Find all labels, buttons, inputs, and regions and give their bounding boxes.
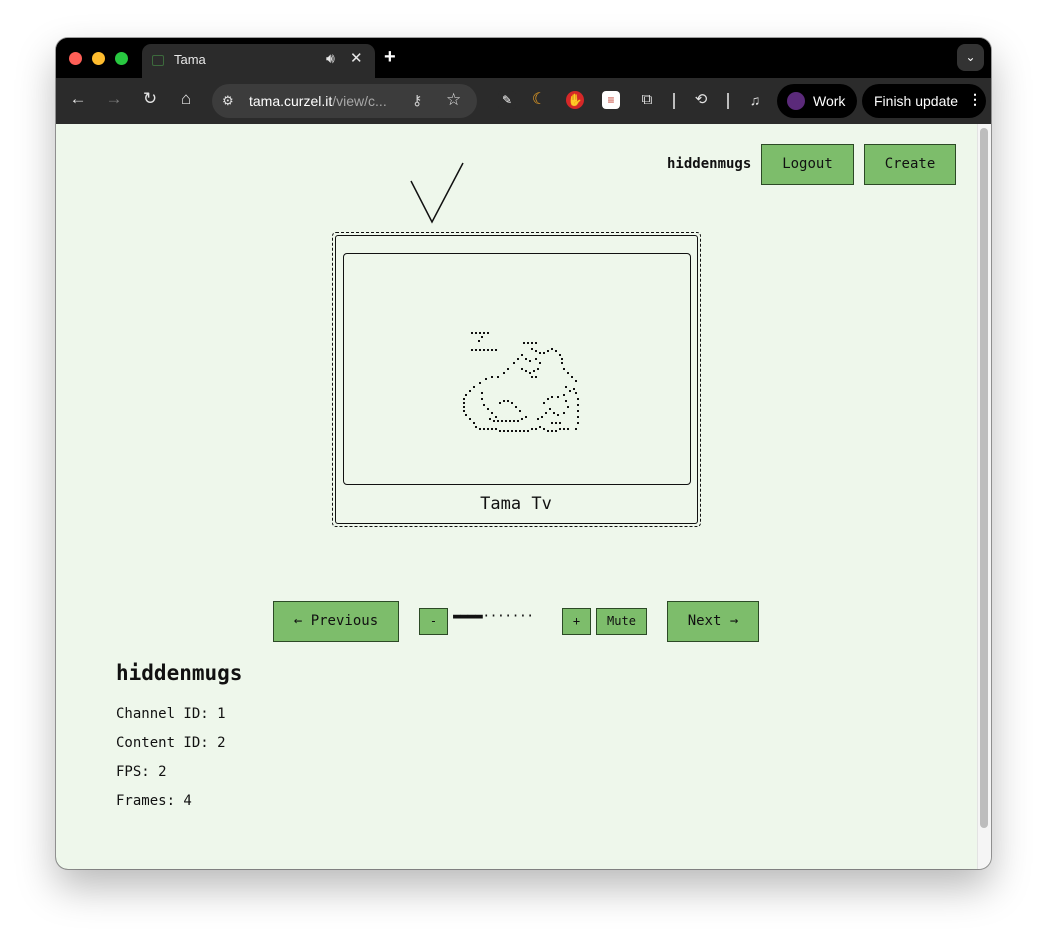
volume-up-button[interactable]: + <box>562 608 591 635</box>
logout-button[interactable]: Logout <box>761 144 854 185</box>
media-control-icon[interactable]: ♫ <box>749 92 761 108</box>
tv-label: Tama Tv <box>480 494 552 514</box>
tv-antenna-icon <box>410 162 464 224</box>
tab-bar: Tama 🔊︎ ✕ + ⌄ <box>56 38 991 78</box>
tv-favicon-icon <box>152 55 164 66</box>
url-text: tama.curzel.it/view/c... <box>249 93 387 109</box>
extension-ink-icon[interactable]: ✎ <box>498 91 516 109</box>
close-window-button[interactable] <box>69 52 82 65</box>
back-arrow-icon[interactable]: ← <box>69 89 87 108</box>
update-label: Finish update <box>874 93 959 109</box>
toolbar-divider <box>727 93 729 109</box>
address-bar[interactable]: ⚙ tama.curzel.it/view/c... ⚷ ☆ <box>212 84 477 118</box>
list-extension-icon[interactable]: ≡ <box>602 91 620 109</box>
speaker-icon[interactable]: 🔊︎ <box>326 50 335 66</box>
animated-pet-ascii-art <box>463 332 579 432</box>
fps-text: FPS: 2 <box>116 764 167 780</box>
volume-filled: ▬▬▬▬ <box>453 609 483 624</box>
volume-empty: ······· <box>482 609 534 624</box>
browser-window: Tama 🔊︎ ✕ + ⌄ ← → ↻ ⌂ ⚙ tama.curzel.it/v… <box>56 38 991 869</box>
tab-close-button[interactable]: ✕ <box>350 50 363 67</box>
toolbar-divider <box>673 93 675 109</box>
content-id-text: Content ID: 2 <box>116 735 226 751</box>
scrollbar-thumb[interactable] <box>980 128 988 828</box>
tab-title: Tama <box>174 52 206 67</box>
block-hand-icon[interactable]: ✋ <box>566 91 584 109</box>
tv-screen <box>343 253 691 485</box>
extensions-puzzle-icon[interactable]: ⧉ <box>641 91 653 108</box>
previous-button[interactable]: ← Previous <box>273 601 399 642</box>
new-tab-button[interactable]: + <box>384 46 396 68</box>
next-button[interactable]: Next → <box>667 601 759 642</box>
site-settings-icon[interactable]: ⚙ <box>222 93 234 108</box>
channel-title: hiddenmugs <box>116 661 243 685</box>
history-icon[interactable]: ⟲ <box>694 91 708 108</box>
minimize-window-button[interactable] <box>92 52 105 65</box>
create-button[interactable]: Create <box>864 144 956 185</box>
mute-button[interactable]: Mute <box>596 608 647 635</box>
maximize-window-button[interactable] <box>115 52 128 65</box>
browser-toolbar: ← → ↻ ⌂ ⚙ tama.curzel.it/view/c... ⚷ ☆ ✎… <box>56 78 991 124</box>
channel-id-text: Channel ID: 1 <box>116 706 226 722</box>
finish-update-button[interactable]: Finish update ⋮ <box>862 84 986 118</box>
logged-in-username: hiddenmugs <box>667 156 752 172</box>
night-mode-icon[interactable]: ☾ <box>531 91 547 108</box>
tv-frame: Tama Tv <box>332 232 701 527</box>
password-key-icon[interactable]: ⚷ <box>412 92 423 108</box>
profile-label: Work <box>813 93 846 109</box>
reload-icon[interactable]: ↻ <box>142 89 158 108</box>
avatar <box>787 92 805 110</box>
bookmark-star-icon[interactable]: ☆ <box>446 90 462 109</box>
more-menu-icon[interactable]: ⋮ <box>968 91 982 107</box>
volume-slider[interactable]: ▬▬▬▬······· <box>453 609 534 624</box>
home-icon[interactable]: ⌂ <box>180 89 192 108</box>
profile-button[interactable]: Work <box>777 84 857 118</box>
volume-down-button[interactable]: - <box>419 608 448 635</box>
tab-search-button[interactable]: ⌄ <box>957 44 984 71</box>
frames-text: Frames: 4 <box>116 793 192 809</box>
browser-tab[interactable]: Tama 🔊︎ ✕ <box>142 44 375 78</box>
page-content: hiddenmugs Logout Create <box>56 124 991 869</box>
forward-arrow-icon[interactable]: → <box>105 89 123 108</box>
